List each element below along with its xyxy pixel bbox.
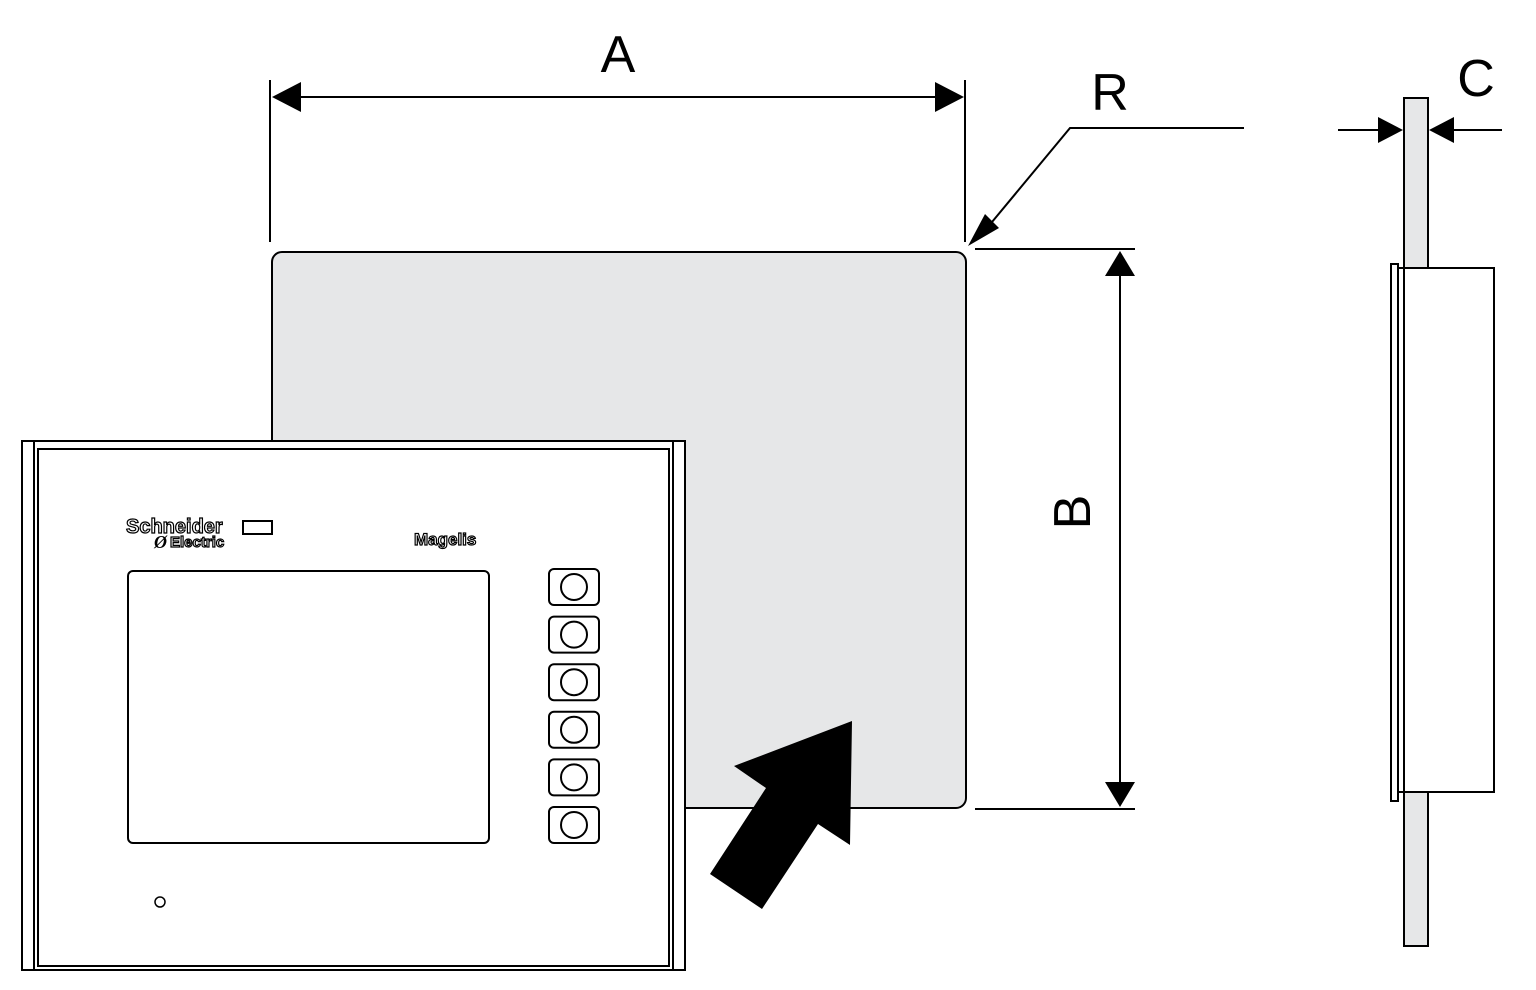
function-key-button xyxy=(560,811,588,839)
brand-logo-mark: Ø xyxy=(153,532,168,552)
dimension-a-label: A xyxy=(601,26,636,84)
function-key-button xyxy=(560,620,588,649)
function-key-button xyxy=(560,715,588,744)
function-key-button xyxy=(560,668,588,697)
dimension-a: A xyxy=(269,26,966,242)
brand-logo-box xyxy=(242,520,273,535)
side-view xyxy=(1390,97,1495,947)
dimension-r-label: R xyxy=(1091,64,1129,122)
device-screen xyxy=(127,570,490,844)
function-keys xyxy=(548,568,600,844)
dimension-c: C xyxy=(1338,50,1502,143)
status-led xyxy=(154,896,166,908)
dimension-b-label: B xyxy=(1044,495,1102,530)
function-key[interactable] xyxy=(548,568,600,606)
function-key[interactable] xyxy=(548,710,600,749)
device-front: Schneider Ø Electric Magelis xyxy=(21,440,686,971)
dimension-r: R xyxy=(968,64,1244,246)
function-key[interactable] xyxy=(548,663,600,702)
bezel-side xyxy=(1390,263,1399,802)
function-key-button xyxy=(560,573,588,601)
function-key[interactable] xyxy=(548,806,600,844)
function-key[interactable] xyxy=(548,615,600,654)
dimension-b: B xyxy=(975,248,1135,810)
brand-subname: Electric xyxy=(170,534,224,551)
function-key-button xyxy=(560,763,588,792)
dimension-c-label: C xyxy=(1457,50,1495,108)
function-key[interactable] xyxy=(548,758,600,797)
device-body-side xyxy=(1397,267,1495,793)
product-name: Magelis xyxy=(414,530,476,549)
insertion-arrow xyxy=(710,721,852,909)
brand-name: Schneider xyxy=(126,516,223,538)
